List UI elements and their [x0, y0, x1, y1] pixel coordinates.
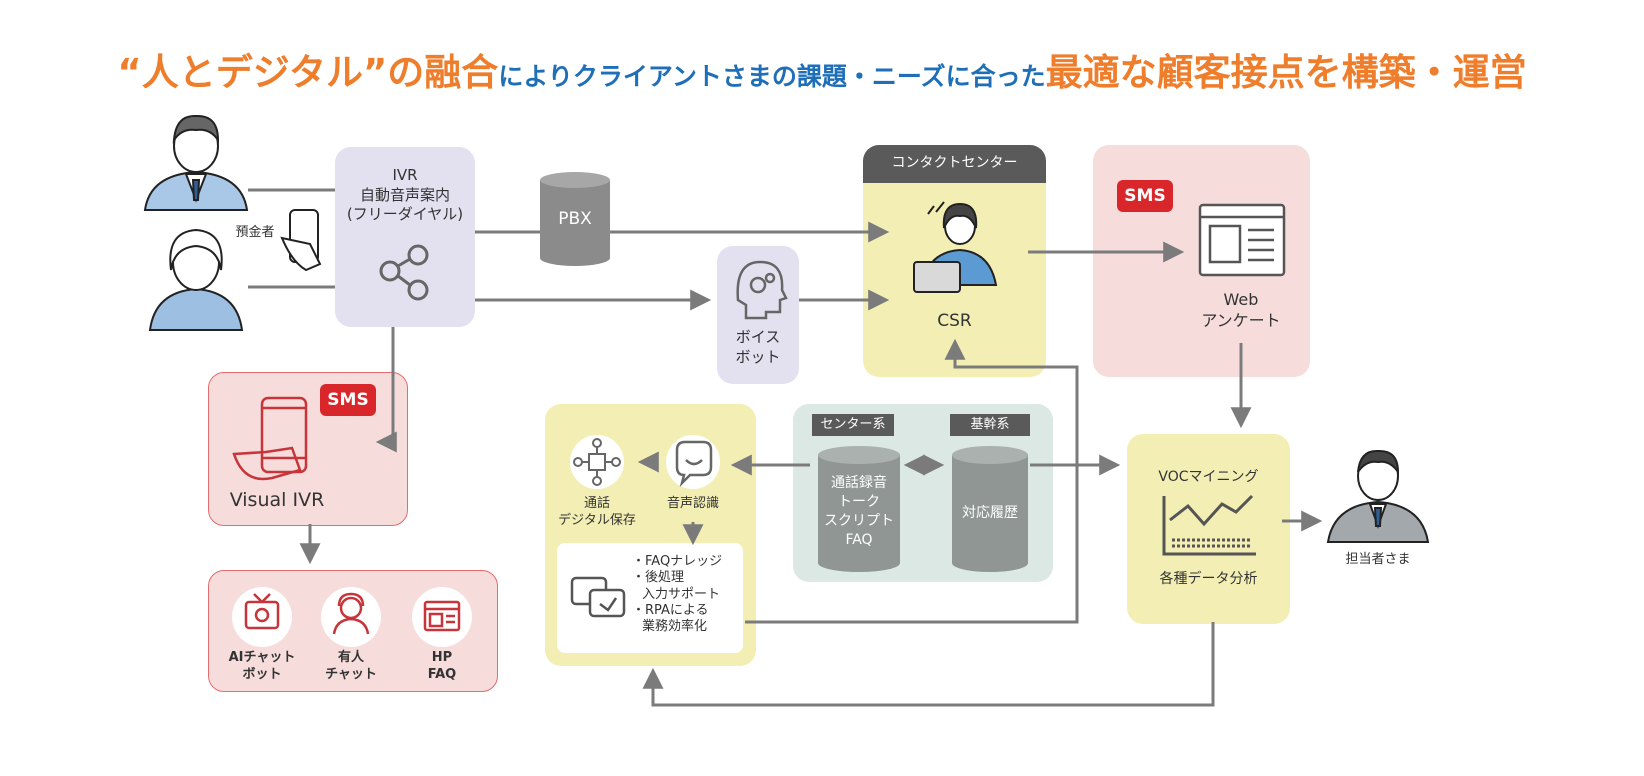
core-db-cylinder — [952, 446, 1028, 572]
channel-label-hp-faq: HP FAQ — [402, 650, 482, 684]
ai-head-icon — [736, 260, 788, 320]
channel-1-line2: チャット — [325, 666, 377, 682]
csr-label: CSR — [937, 311, 972, 331]
speech-bubble-icon — [675, 440, 713, 488]
ivr-label: IVR 自動音声案内 (フリーダイヤル) — [335, 166, 475, 225]
center-db-line1: トーク — [838, 493, 880, 510]
center-db-label: 通話録音 トーク スクリプト FAQ — [818, 474, 900, 550]
core-system-tag: 基幹系 — [950, 414, 1030, 436]
headline-part1: “人とデジタル”の融合 — [117, 51, 499, 94]
channel-0-line2: ボット — [242, 666, 282, 682]
visual-ivr-label: Visual IVR — [229, 489, 325, 511]
center-db-line3: FAQ — [845, 531, 873, 548]
arrow-bullets-csr — [745, 338, 1079, 624]
web-window-icon — [1198, 203, 1286, 277]
channel-0-line1: AIチャット — [228, 650, 296, 665]
hand-phone-icon — [232, 396, 308, 481]
center-db-cylinder — [818, 446, 900, 572]
digital-icon-circles — [570, 435, 720, 489]
channel-label-operator-chat: 有人 チャット — [311, 650, 391, 684]
voicebot-box — [717, 246, 799, 384]
channel-2-line1: HP — [431, 650, 453, 665]
bullet-inner-box — [557, 543, 743, 653]
bullet-4: 業務効率化 — [642, 619, 708, 634]
arrow-voc-digital — [642, 622, 1215, 707]
center-db-line2: スクリプト — [824, 512, 894, 529]
channel-2-line2: FAQ — [427, 666, 457, 682]
channel-label-ai-chatbot: AIチャット ボット — [222, 650, 302, 684]
operator-chat-icon — [332, 592, 370, 635]
voicebot-label: ボイス ボット — [717, 328, 799, 367]
bullet-2: 入力サポート — [642, 586, 721, 602]
smartphone-icon — [280, 209, 322, 272]
voicebot-line1: ボイス — [735, 328, 781, 346]
voc-title: VOCマイニング — [1158, 469, 1259, 485]
contact-center-header: コンタクトセンター — [891, 155, 1018, 171]
customer-woman-icon — [148, 228, 244, 331]
pbx-cylinder — [540, 172, 610, 266]
storage-line2: デジタル保存 — [558, 512, 636, 528]
ivr-line2: 自動音声案内 — [359, 185, 450, 204]
arrow-ivr-sms — [375, 327, 397, 453]
web-line1: Web — [1223, 290, 1259, 309]
voc-chart-icon — [1162, 494, 1256, 556]
web-survey-label: Web アンケート — [1180, 290, 1302, 332]
ivr-title: IVR — [392, 166, 418, 184]
manager-icon — [1326, 449, 1430, 543]
storage-label: 通話 デジタル保存 — [552, 496, 642, 530]
storage-line1: 通話 — [583, 496, 610, 511]
pbx-label: PBX — [558, 209, 592, 229]
headline: “人とデジタル”の融合によりクライアントさまの課題・ニーズに合った最適な顧客接点… — [0, 42, 1644, 96]
sms-badge-visual-ivr: SMS — [320, 384, 376, 416]
headline-part3: 最適な顧客接点を構築・運営 — [1045, 51, 1527, 94]
voc-box — [1127, 434, 1290, 624]
manager-label: 担当者さま — [1345, 552, 1411, 567]
hp-faq-icon — [423, 600, 461, 632]
bullet-3: ・RPAによる — [632, 602, 709, 618]
chat-bubbles-icon — [570, 576, 626, 618]
headline-part2: によりクライアントさまの課題・ニーズに合った — [498, 62, 1046, 91]
voc-subtitle: 各種データ分析 — [1159, 571, 1258, 587]
bullet-list: ・FAQナレッジ ・後処理 入力サポート ・RPAによる 業務効率化 — [632, 554, 742, 635]
ai-chatbot-icon — [244, 593, 280, 630]
center-db-line0: 通話録音 — [831, 475, 887, 491]
channel-1-line1: 有人 — [337, 650, 364, 665]
bullet-1: ・後処理 — [632, 570, 685, 586]
bullet-0: ・FAQナレッジ — [632, 554, 723, 569]
speech-label: 音声認識 — [666, 496, 719, 511]
sms-badge-web: SMS — [1117, 180, 1173, 212]
customer-man-icon — [143, 114, 249, 211]
ivr-line3: (フリーダイヤル) — [346, 205, 464, 223]
share-icon — [379, 244, 429, 301]
core-db-label: 対応履歴 — [962, 505, 1018, 521]
operator-icon — [913, 201, 998, 293]
web-line2: アンケート — [1201, 310, 1281, 330]
network-storage-icon — [573, 438, 621, 486]
center-system-tag: センター系 — [812, 414, 894, 436]
voicebot-line2: ボット — [735, 347, 781, 366]
ivr-box — [335, 147, 475, 327]
customer-label: 預金者 — [235, 225, 275, 240]
